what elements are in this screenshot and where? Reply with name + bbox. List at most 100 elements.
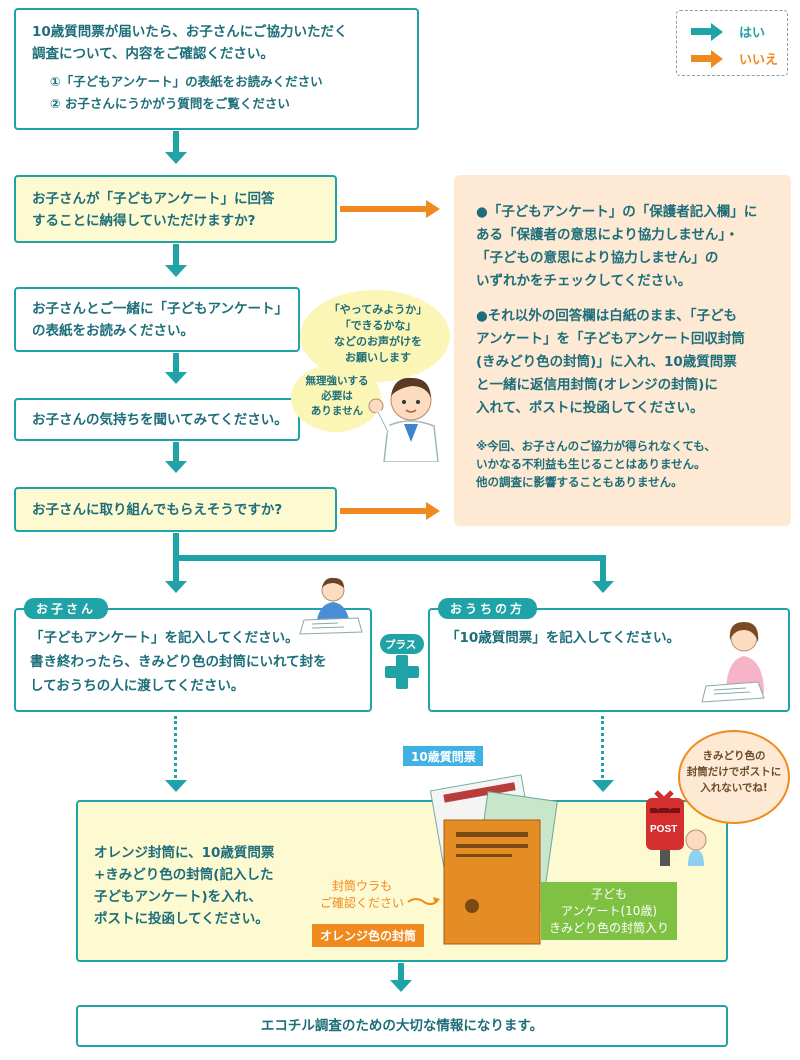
questionnaire-label: 10歳質問票 — [411, 750, 476, 764]
arrow-head-2 — [165, 265, 187, 277]
yes-arrow-icon — [691, 28, 713, 35]
green-line3: きみどり色の封筒入り — [548, 921, 669, 935]
speech-small3: ありません — [310, 405, 364, 417]
dotted-connector-right — [601, 716, 604, 778]
legend: はい いいえ — [676, 10, 788, 76]
q1-line1: お子さんが「子どもアンケート」に回答 — [32, 191, 275, 207]
yes-arrow-head-icon — [711, 23, 723, 41]
branch-horizontal — [173, 555, 606, 561]
green-line2: アンケート(10歳) — [560, 904, 658, 918]
warning-bubble — [678, 730, 790, 824]
speech-line3: などのお声がけを — [334, 335, 422, 348]
q2-text: お子さんに取り組んでもらえそうですか? — [32, 502, 283, 518]
dotted-connector-left — [174, 716, 177, 778]
ask-feelings-box: お子さんの気持ちを聞いてみてください。 — [14, 398, 300, 441]
plus-label: プラス — [385, 639, 417, 651]
legend-no-label: いいえ — [739, 53, 779, 68]
final-text: オレンジ封筒に、10歳質問票 +きみどり色の封筒(記入した 子どもアンケート)を… — [94, 842, 274, 930]
question-consent-box: お子さんが「子どもアンケート」に回答 することに納得していただけますか? — [14, 175, 337, 243]
final-line1: オレンジ封筒に、10歳質問票 — [94, 845, 275, 861]
step2-line2: の表紙をお読みください。 — [32, 323, 194, 339]
warning-line2: 封筒だけでポストに — [686, 766, 782, 778]
speech-line2: 「できるかな」 — [339, 319, 417, 332]
decline-p1-line2: ある「保護者の意思により協力しません」・ — [476, 227, 739, 243]
warning-text: きみどり色の 封筒だけでポストに 入れないでね! — [684, 748, 784, 796]
decline-p2-line2: アンケート」を「子どもアンケート回収封筒 — [476, 331, 745, 347]
dotted-connector-right-head — [592, 780, 614, 792]
decline-instructions-panel: ●「子どもアンケート」の「保護者記入欄」に ある「保護者の意思により協力しません… — [454, 175, 791, 526]
branch-left-stem — [173, 560, 179, 582]
final-line4: ポストに投函してください。 — [94, 911, 269, 927]
decline-p2-line3: (きみどり色の封筒)」に入れ、10歳質問票 — [476, 354, 737, 370]
intro-item1: ①「子どもアンケート」の表紙をお読みください — [50, 74, 323, 89]
speech-small2: 必要は — [321, 390, 353, 402]
arrow-final — [398, 963, 404, 981]
decline-p2-line5: 入れて、ポストに投函してください。 — [476, 400, 704, 416]
arrow-no-2 — [340, 508, 428, 514]
child-line3: しておうちの人に渡してください。 — [30, 678, 245, 694]
branch-right-stem — [600, 560, 606, 582]
intro-item2: ② お子さんにうかがう質問をご覧ください — [50, 96, 290, 111]
doctor-illustration — [368, 377, 439, 462]
arrow-head-1 — [165, 152, 187, 164]
decline-p1-line3: 「子どもの意思により協力しません」の — [476, 250, 719, 266]
decline-p1: ●「子どもアンケート」の「保護者記入欄」に ある「保護者の意思により協力しません… — [476, 201, 757, 293]
decline-p1-line4: いずれかをチェックしてください。 — [476, 273, 692, 289]
decline-note: ※今回、お子さんのご協力が得られなくても、 いかなる不利益も生じることはありませ… — [476, 437, 716, 491]
parent-writing-illustration — [701, 622, 765, 703]
envelope-illustration — [429, 774, 558, 945]
legend-yes-label: はい — [739, 26, 766, 41]
arrow-no-1 — [340, 206, 428, 212]
speech-line1: 「やってみようか」 — [328, 303, 428, 316]
step3-text: お子さんの気持ちを聞いてみてください。 — [32, 412, 288, 428]
question-participate-box: お子さんに取り組んでもらえそうですか? — [14, 487, 337, 532]
final-line3: 子どもアンケート)を入れ、 — [94, 889, 262, 905]
check-back-note: 封筒ウラも ご確認ください — [314, 878, 410, 912]
check-line1: 封筒ウラも — [331, 879, 392, 893]
arrow-head-3 — [165, 372, 187, 384]
orange-envelope-label: オレンジ色の封筒 — [312, 924, 425, 947]
arrow-yes-3 — [173, 353, 179, 373]
decline-note-line2: いかなる不利益も生じることはありません。 — [476, 457, 706, 471]
plus-icon — [385, 655, 419, 689]
read-cover-box: お子さんとご一緒に「子どもアンケート」 の表紙をお読みください。 — [14, 287, 300, 352]
branch-trunk — [173, 533, 179, 561]
parent-tag: おうちの方 — [438, 598, 538, 619]
speech-line4: お願いします — [345, 351, 411, 364]
arrow-yes-2 — [173, 244, 179, 266]
arrow-yes-1 — [173, 131, 179, 153]
arrow-no-head-2 — [426, 502, 440, 520]
branch-right-head — [592, 581, 614, 593]
parent-line1: 「10歳質問票」を記入してください。 — [446, 630, 680, 646]
green-line1: 子ども — [590, 887, 627, 901]
check-line2: ご確認ください — [319, 896, 404, 910]
decline-p1-line1: ●「子どもアンケート」の「保護者記入欄」に — [476, 204, 758, 220]
green-envelope-label: 子ども アンケート(10歳) きみどり色の封筒入り — [541, 882, 677, 940]
encouragement-text: 「やってみようか」 「できるかな」 などのお声がけを お願いします — [318, 302, 438, 366]
decline-p2: ●それ以外の回答欄は白紙のまま、「子ども アンケート」を「子どもアンケート回収封… — [476, 305, 745, 420]
no-pressure-bubble — [291, 364, 381, 432]
mailbox-post-label: POST — [650, 824, 677, 835]
warning-line1: きみどり色の — [702, 750, 766, 762]
footer-box: エコチル調査のための大切な情報になります。 — [76, 1005, 728, 1047]
plus-label-badge — [380, 634, 424, 654]
dotted-connector-left-head — [165, 780, 187, 792]
child-writing-illustration — [299, 577, 363, 635]
q1-line2: することに納得していただけますか? — [32, 213, 256, 229]
speech-small1: 無理強いする — [305, 375, 369, 387]
branch-left-head — [165, 581, 187, 593]
intro-box: 10歳質問票が届いたら、お子さんにご協力いただく 調査について、内容をご確認くだ… — [14, 8, 419, 130]
arrow-yes-4 — [173, 442, 179, 462]
questionnaire-label-box — [403, 746, 483, 766]
check-arrow-icon — [407, 897, 440, 906]
arrow-no-head-1 — [426, 200, 440, 218]
child-tag: お子さん — [24, 598, 109, 619]
no-arrow-icon — [691, 55, 713, 62]
decline-p2-line1: ●それ以外の回答欄は白紙のまま、「子ども — [476, 308, 737, 324]
step2-line1: お子さんとご一緒に「子どもアンケート」 — [32, 301, 288, 317]
no-arrow-head-icon — [711, 50, 723, 68]
decline-note-line1: ※今回、お子さんのご協力が得られなくても、 — [476, 439, 716, 453]
mailbox-icon: POST — [646, 790, 707, 866]
intro-line2: 調査について、内容をご確認ください。 — [32, 46, 274, 62]
warning-line3: 入れないでね! — [700, 782, 768, 794]
